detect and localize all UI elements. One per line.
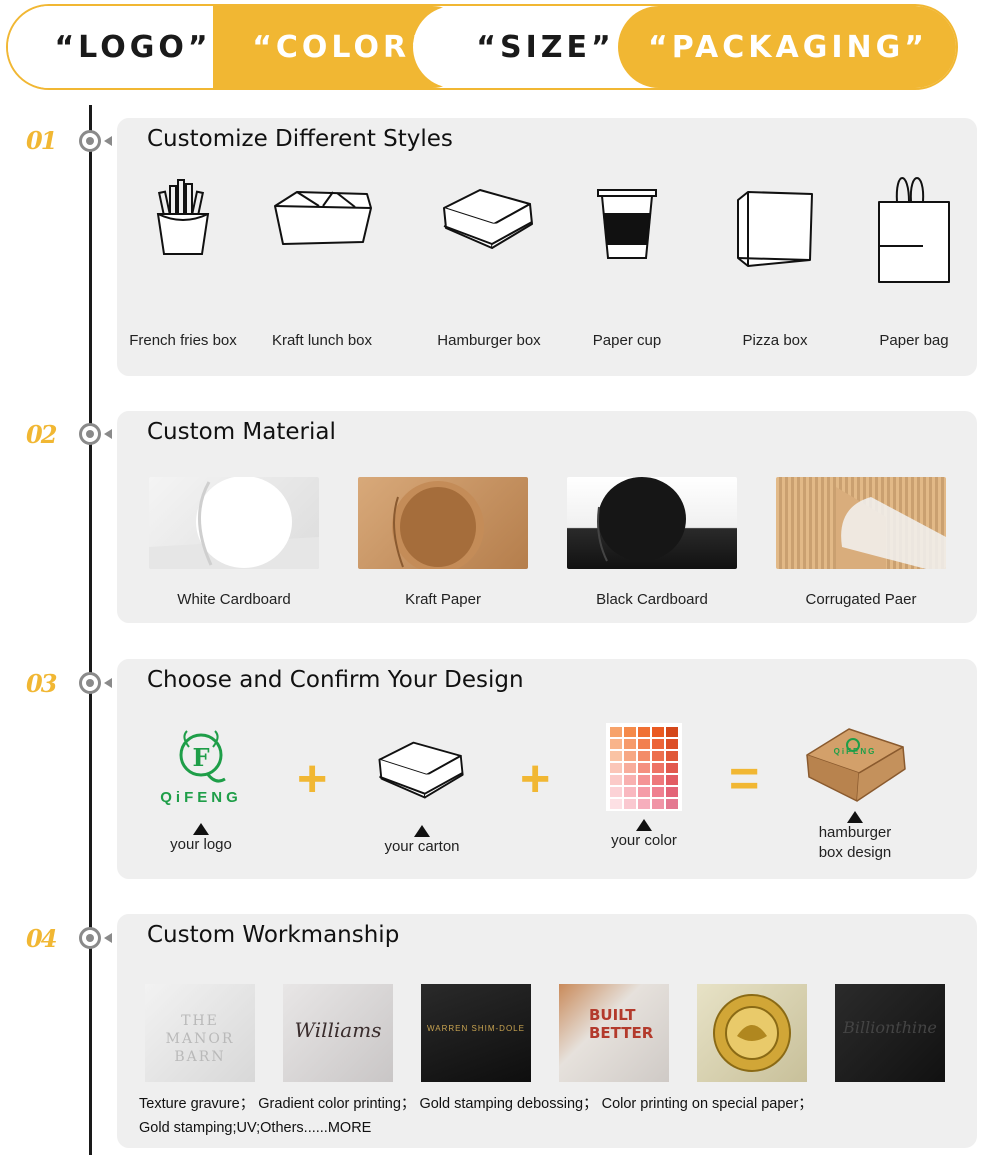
uv-black-sample[interactable]: Billionthine <box>835 984 945 1082</box>
corrugated-paper-image <box>776 477 946 569</box>
timeline-node-2 <box>79 423 101 445</box>
style-hamburger[interactable]: Hamburger box <box>419 178 559 368</box>
gradient-printing-sample[interactable]: Williams <box>283 984 393 1082</box>
material-black-cardboard[interactable]: Black Cardboard <box>567 477 737 608</box>
style-label: Paper bag <box>879 332 949 349</box>
style-paper-bag[interactable]: Paper bag <box>844 177 984 368</box>
design-label: your carton <box>384 838 460 855</box>
pointer-triangle-icon <box>636 819 652 831</box>
design-logo[interactable]: F QiFENG your logo <box>126 719 276 855</box>
style-paper-cup[interactable]: Paper cup <box>557 178 697 368</box>
material-white-cardboard[interactable]: White Cardboard <box>149 477 319 608</box>
design-label-line2: box design <box>818 844 892 861</box>
hamburger-box-icon <box>443 189 533 249</box>
sample-text: Billionthine <box>843 1018 937 1037</box>
material-kraft-paper[interactable]: Kraft Paper <box>358 477 528 608</box>
timeline-node-4 <box>79 927 101 949</box>
design-label: your logo <box>170 836 232 853</box>
design-title: Choose and Confirm Your Design <box>147 667 524 693</box>
equals-sign: = <box>729 750 760 808</box>
design-label: your color <box>611 832 677 849</box>
kraft-hamburger-box-image <box>806 728 906 802</box>
gold-stamping-sample[interactable] <box>697 984 807 1082</box>
workmanship-title: Custom Workmanship <box>147 922 400 948</box>
special-paper-sample[interactable]: BUILT BETTER <box>559 984 669 1082</box>
timeline-line <box>89 105 92 1155</box>
styles-title: Customize Different Styles <box>147 126 453 152</box>
sample-text: BUILT BETTER <box>589 1006 654 1042</box>
step-number-4: 04 <box>26 924 57 953</box>
style-label: Pizza box <box>742 332 808 349</box>
color-swatch-chart <box>606 723 682 811</box>
french-fries-box-icon <box>156 179 210 255</box>
step-number-2: 02 <box>26 420 57 449</box>
sample-text: THE MANOR BARN <box>165 1013 235 1065</box>
gold-stamping-debossing-sample[interactable]: WARREN SHIM-DOLE <box>421 984 531 1082</box>
material-label: Corrugated Paer <box>805 591 917 608</box>
design-panel: Choose and Confirm Your Design F QiFENG … <box>117 659 977 879</box>
timeline-pointer-2 <box>104 429 112 439</box>
timeline-pointer-3 <box>104 678 112 688</box>
material-label: White Cardboard <box>177 591 291 608</box>
design-carton[interactable]: your carton <box>347 719 497 857</box>
sample-text: Williams <box>294 1018 382 1042</box>
material-label: Kraft Paper <box>405 591 481 608</box>
white-cardboard-image <box>149 477 319 569</box>
logo-wordmark: QiFENG <box>160 789 242 806</box>
styles-panel: Customize Different Styles French fries … <box>117 118 977 376</box>
paper-cup-icon <box>597 189 657 259</box>
workmanship-list-line1: Texture gravure； Gradient color printing… <box>139 1096 813 1112</box>
workmanship-list-line2: Gold stamping;UV;Others......MORE <box>139 1120 372 1136</box>
workmanship-panel: Custom Workmanship THE MANOR BARN Willia… <box>117 914 977 1148</box>
texture-gravure-sample[interactable]: THE MANOR BARN <box>145 984 255 1082</box>
design-result[interactable]: QiFENG hamburger box design <box>780 719 930 863</box>
paper-bag-icon <box>878 177 950 283</box>
material-title: Custom Material <box>147 419 336 445</box>
timeline-pointer-4 <box>104 933 112 943</box>
design-color[interactable]: your color <box>569 719 719 851</box>
step-number-3: 03 <box>26 669 57 698</box>
sample-text: WARREN SHIM-DOLE <box>427 1024 525 1033</box>
timeline-pointer-1 <box>104 136 112 146</box>
style-pizza[interactable]: Pizza box <box>705 178 845 368</box>
timeline-node-1 <box>79 130 101 152</box>
plus-sign: + <box>297 750 328 808</box>
pointer-triangle-icon <box>193 823 209 835</box>
qifeng-logo: F QiFENG <box>126 727 276 823</box>
style-french-fries[interactable]: French fries box <box>113 178 253 368</box>
material-corrugated[interactable]: Corrugated Paer <box>776 477 946 608</box>
box-logo-text: QiFENG <box>833 747 877 756</box>
kraft-paper-image <box>358 477 528 569</box>
carton-box-icon <box>378 741 464 799</box>
logo-letter: F <box>192 743 210 772</box>
pizza-box-icon <box>737 191 813 267</box>
pointer-triangle-icon <box>847 811 863 823</box>
qifeng-logo-mark <box>179 730 226 783</box>
style-label: Kraft lunch box <box>271 332 373 349</box>
gold-emblem-icon <box>713 994 791 1072</box>
tab-packaging[interactable]: “PACKAGING” <box>618 6 956 88</box>
style-label: Paper cup <box>592 332 662 349</box>
plus-sign: + <box>520 750 551 808</box>
material-panel: Custom Material White Cardboard Kraft Pa… <box>117 411 977 623</box>
design-label-line1: hamburger <box>818 824 892 841</box>
style-label: Hamburger box <box>437 332 541 349</box>
step-number-1: 01 <box>26 126 57 155</box>
pointer-triangle-icon <box>414 825 430 837</box>
style-kraft-lunch[interactable]: Kraft lunch box <box>252 178 392 368</box>
style-label: French fries box <box>129 332 237 349</box>
material-label: Black Cardboard <box>596 591 708 608</box>
kraft-lunch-box-icon <box>274 191 372 245</box>
category-tab-bar: “LOGO” “COLOR” “SIZE” “PACKAGING” <box>6 4 958 90</box>
black-cardboard-image <box>567 477 737 569</box>
timeline-node-3 <box>79 672 101 694</box>
